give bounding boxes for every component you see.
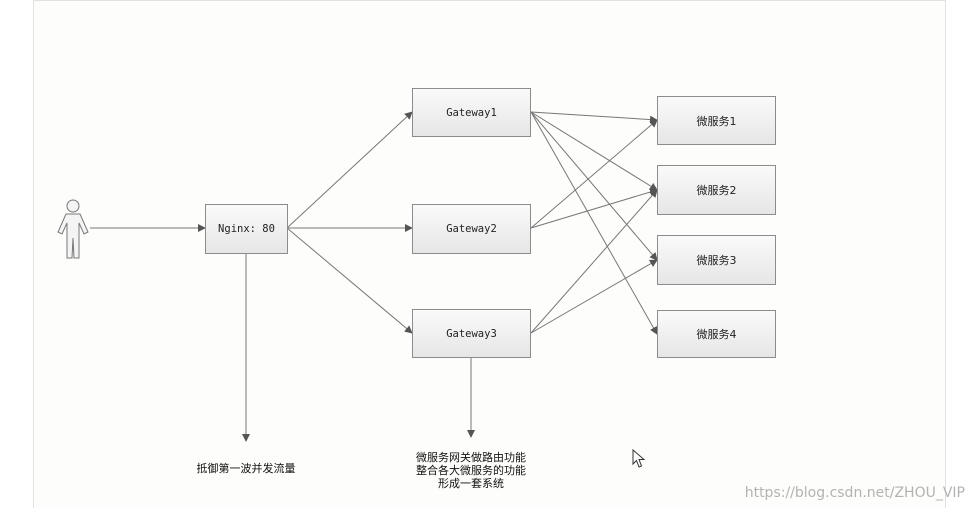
service2-node: 微服务2 [657,165,776,215]
diagram-canvas [33,0,946,508]
gateway-note: 微服务网关做路由功能 整合各大微服务的功能 形成一套系统 [401,451,541,490]
service2-label: 微服务2 [696,184,737,197]
gateway-note-line3: 形成一套系统 [438,477,504,490]
gateway1-label: Gateway1 [446,106,497,119]
gateway2-node: Gateway2 [412,204,531,254]
nginx-node: Nginx: 80 [205,204,288,254]
gateway-note-line2: 整合各大微服务的功能 [416,464,526,477]
service3-node: 微服务3 [657,235,776,285]
gateway1-node: Gateway1 [412,88,531,137]
nginx-note-text: 抵御第一波并发流量 [196,462,296,475]
gateway-note-line1: 微服务网关做路由功能 [416,451,526,464]
gw1-to-svc3-arrow [530,111,658,261]
gw3-to-svc2-arrow [530,189,658,334]
service4-label: 微服务4 [696,328,737,341]
nginx-label: Nginx: 80 [218,223,275,235]
service1-node: 微服务1 [657,96,776,145]
watermark-text: https://blog.csdn.net/ZHOU_VIP [744,485,965,501]
service1-label: 微服务1 [696,114,737,128]
nginx-to-gateway1-arrow [286,111,413,229]
gw2-to-svc1-arrow [530,119,658,229]
gw1-to-svc4-arrow [530,111,658,335]
gw2-to-svc2-arrow [530,188,658,229]
gateway3-node: Gateway3 [412,309,531,358]
gw1-to-svc2-arrow [530,111,658,191]
service4-node: 微服务4 [657,310,776,358]
gateway2-label: Gateway2 [446,223,497,235]
person-icon [57,199,89,259]
gw3-to-svc3-arrow [530,259,658,334]
gateway3-label: Gateway3 [446,327,497,340]
mouse-cursor-icon [632,449,646,468]
service3-label: 微服务3 [696,254,737,267]
gw1-to-svc1-arrow [530,111,658,124]
nginx-note: 抵御第一波并发流量 [176,462,316,475]
nginx-to-gateway3-arrow [286,227,413,334]
